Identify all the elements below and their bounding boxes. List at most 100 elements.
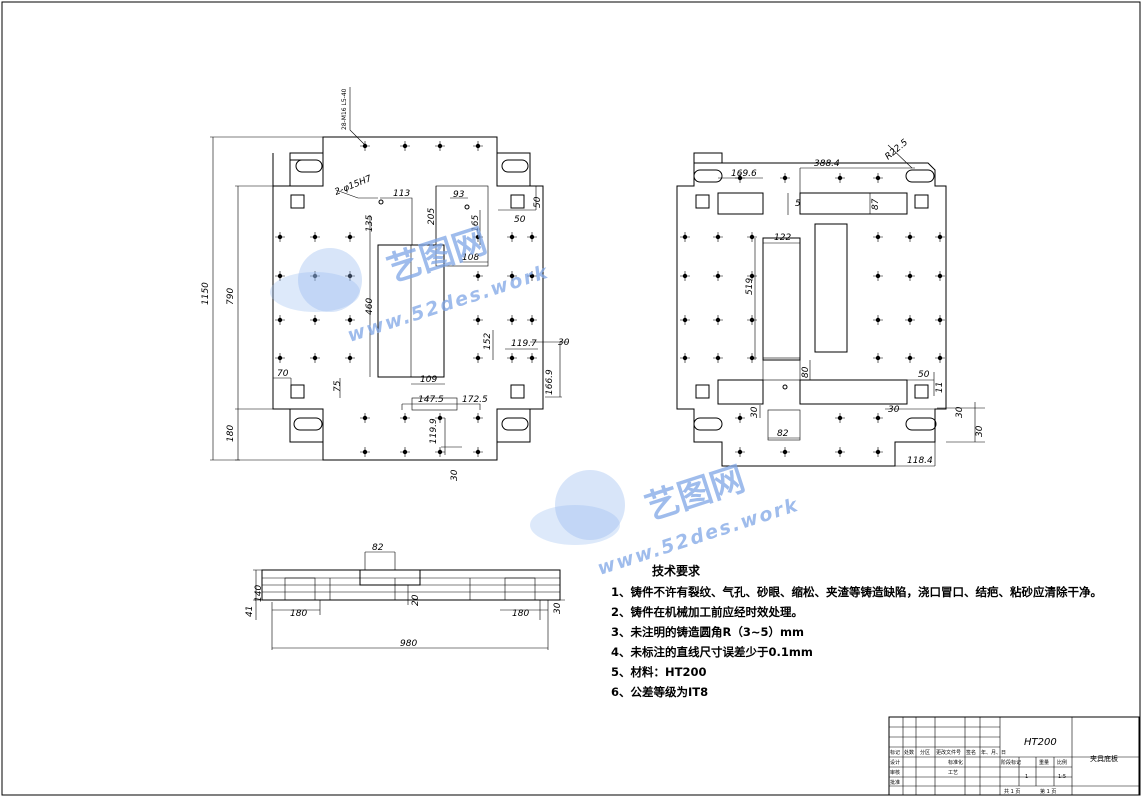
bolt-hole [345,271,355,281]
dim-side-20: 20 [411,594,421,606]
tb-ratio: 比例 [1057,759,1067,766]
tb-sheet-total: 共 1 页 [1004,788,1020,795]
dim-152: 152 [483,333,493,350]
tech-requirement-item: 2、铸件在机械加工前应经时效处理。 [611,605,803,619]
bolt-hole [905,232,915,242]
bolt-hole [905,353,915,363]
bolt-hole [680,232,690,242]
bolt-hole [310,315,320,325]
dim-80: 80 [801,366,811,378]
bolt-hole [905,271,915,281]
bolt-hole [713,315,723,325]
bolt-hole [435,447,445,457]
tech-requirement-item: 1、铸件不许有裂纹、气孔、砂眼、缩松、夹渣等铸造缺陷，浇口冒口、结疤、粘砂应清除… [611,585,1102,599]
tb-mark: 标记 [890,749,900,756]
bolt-hole [935,232,945,242]
dim-side-140: 140 [254,585,264,602]
bolt-hole [835,447,845,457]
bolt-hole [747,315,757,325]
tech-requirement-item: 4、未标注的直线尺寸误差少于0.1mm [611,645,813,659]
bolt-hole [735,447,745,457]
tb-date: 年、月、日 [981,749,1006,756]
bolt-hole [680,353,690,363]
left-view-dim-labels: 1150 790 180 70 75 28-M16 L5-40 2-φ15H7 … [201,88,570,481]
bolt-hole [275,353,285,363]
dim-50a: 50 [514,215,526,225]
dim-50b: 50 [533,196,543,208]
bolt-hole [310,353,320,363]
dim-135: 135 [365,215,375,232]
tb-process: 工艺 [948,770,958,776]
dim-119-7: 119.7 [511,339,537,349]
bolt-hole [935,315,945,325]
dim-109: 109 [420,375,437,385]
dim-side-980: 980 [400,639,417,649]
dim-30b: 30 [450,469,460,481]
dim-30c: 30 [975,425,985,437]
left-view-holes [275,141,537,457]
hole-note: 2-φ15H7 [333,174,373,198]
dim-87: 87 [871,198,881,210]
bolt-hole [435,141,445,151]
dim-side-82: 82 [372,543,384,553]
bolt-hole [473,413,483,423]
tech-requirement-item: 3、未注明的铸造圆角R（3~5）mm [611,625,804,639]
bolt-hole [435,413,445,423]
bolt-hole [473,315,483,325]
bolt-hole [275,315,285,325]
dim-118-4: 118.4 [907,456,933,466]
tb-material: HT200 [1024,737,1057,748]
dim-30a: 30 [888,405,900,415]
right-view-dimensions [718,144,985,467]
tb-design: 设计 [890,759,900,766]
bolt-hole [873,232,883,242]
bolt-hole [275,271,285,281]
bolt-hole [507,271,517,281]
bolt-hole [873,271,883,281]
bolt-hole [275,232,285,242]
dim-side-41: 41 [245,606,255,617]
tb-count: 处数 [904,749,914,756]
dim-30d: 30 [750,406,760,418]
watermark-brand-top: 艺图网 [382,221,491,291]
tb-change-doc: 更改文件号 [936,749,961,756]
bolt-hole [873,315,883,325]
dim-108: 108 [462,253,479,263]
dim-30a: 30 [558,338,570,348]
dim-388-4: 388.4 [814,159,840,169]
bolt-hole [873,447,883,457]
bolt-hole [780,447,790,457]
bolt-hole [310,232,320,242]
bolt-hole [527,232,537,242]
bolt-hole [507,232,517,242]
dim-790: 790 [226,288,236,305]
bolt-hole [747,271,757,281]
bolt-hole [713,353,723,363]
tb-standard: 标准化 [948,759,963,766]
bolt-hole [527,353,537,363]
bolt-hole [473,353,483,363]
right-view-holes [680,173,945,457]
right-view-plate [676,152,947,467]
tb-part-name: 夹具底板 [1090,754,1118,763]
tb-stage: 阶段标记 [1001,759,1021,766]
bolt-hole [507,353,517,363]
dim-30b: 30 [955,406,965,418]
bolt-hole [473,271,483,281]
bolt-hole [310,271,320,281]
dim-519: 519 [745,278,755,295]
dim-50: 50 [918,370,930,380]
bolt-hole [680,271,690,281]
tech-requirements-title: 技术要求 [652,564,701,578]
bolt-hole [713,271,723,281]
bolt-hole [747,232,757,242]
bolt-hole [360,413,370,423]
dim-side-180b: 180 [512,609,529,619]
side-view [253,551,565,650]
bolt-hole [473,141,483,151]
bolt-hole [873,413,883,423]
bolt-hole [473,447,483,457]
bolt-hole [527,271,537,281]
